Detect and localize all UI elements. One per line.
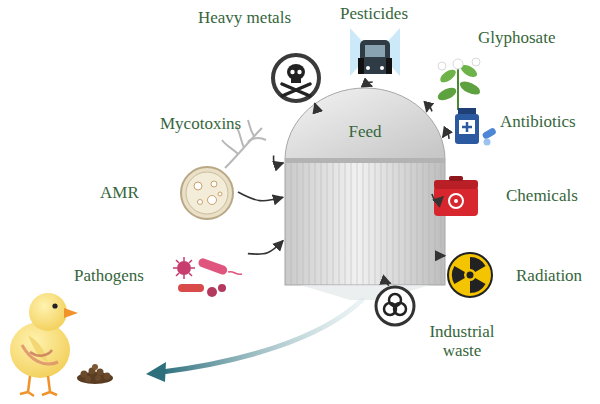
source-label: Antibiotics [500, 112, 576, 131]
flow-arrow [273, 156, 283, 165]
flow-arrow [385, 281, 391, 285]
source-label: Pesticides [340, 4, 408, 23]
source-node: Pesticides [338, 2, 410, 80]
silo-node: Feed [285, 88, 445, 285]
source-label: AMR [100, 183, 139, 202]
source-node: Radiation [445, 250, 584, 300]
radiation-icon [447, 253, 492, 298]
output-arrow [162, 300, 362, 372]
flow-arrow [238, 192, 283, 201]
skull-icon [273, 55, 319, 101]
chick [10, 293, 78, 396]
output-arrowhead [146, 362, 166, 382]
source-node: Glyphosate [434, 26, 557, 114]
source-label: Chemicals [506, 186, 578, 205]
feed-pellets [77, 364, 113, 384]
silo-label: Feed [348, 122, 381, 141]
source-label: Pathogens [74, 266, 144, 285]
source-label: Industrial waste [420, 322, 504, 360]
flow-arrow [439, 255, 445, 257]
flow-arrow [366, 82, 372, 86]
source-node: Heavy metals [196, 6, 322, 104]
petri-dish-icon [181, 167, 233, 219]
flow-arrow [427, 106, 432, 112]
source-label: Radiation [516, 266, 582, 285]
silo [285, 88, 445, 300]
flow-arrow [432, 194, 443, 201]
source-node: Mycotoxins [158, 112, 272, 172]
antibiotic-icon [455, 108, 497, 146]
tractor-icon [350, 28, 400, 76]
chemical-box-icon [434, 176, 478, 216]
flow-arrow [248, 241, 283, 255]
source-node: Industrial waste [373, 284, 506, 362]
flow-arrow [314, 103, 316, 109]
source-node: Chemicals [430, 173, 580, 220]
plant-icon [436, 58, 482, 110]
source-node: AMR [98, 164, 236, 222]
source-node: Pathogens [72, 254, 246, 298]
biohazard-icon [376, 287, 414, 325]
source-node: Antibiotics [451, 104, 578, 148]
source-label: Mycotoxins [160, 114, 241, 133]
source-label: Heavy metals [198, 8, 291, 27]
pathogen-icon [173, 257, 242, 297]
source-label: Glyphosate [478, 28, 555, 47]
flow-arrow [443, 132, 449, 139]
